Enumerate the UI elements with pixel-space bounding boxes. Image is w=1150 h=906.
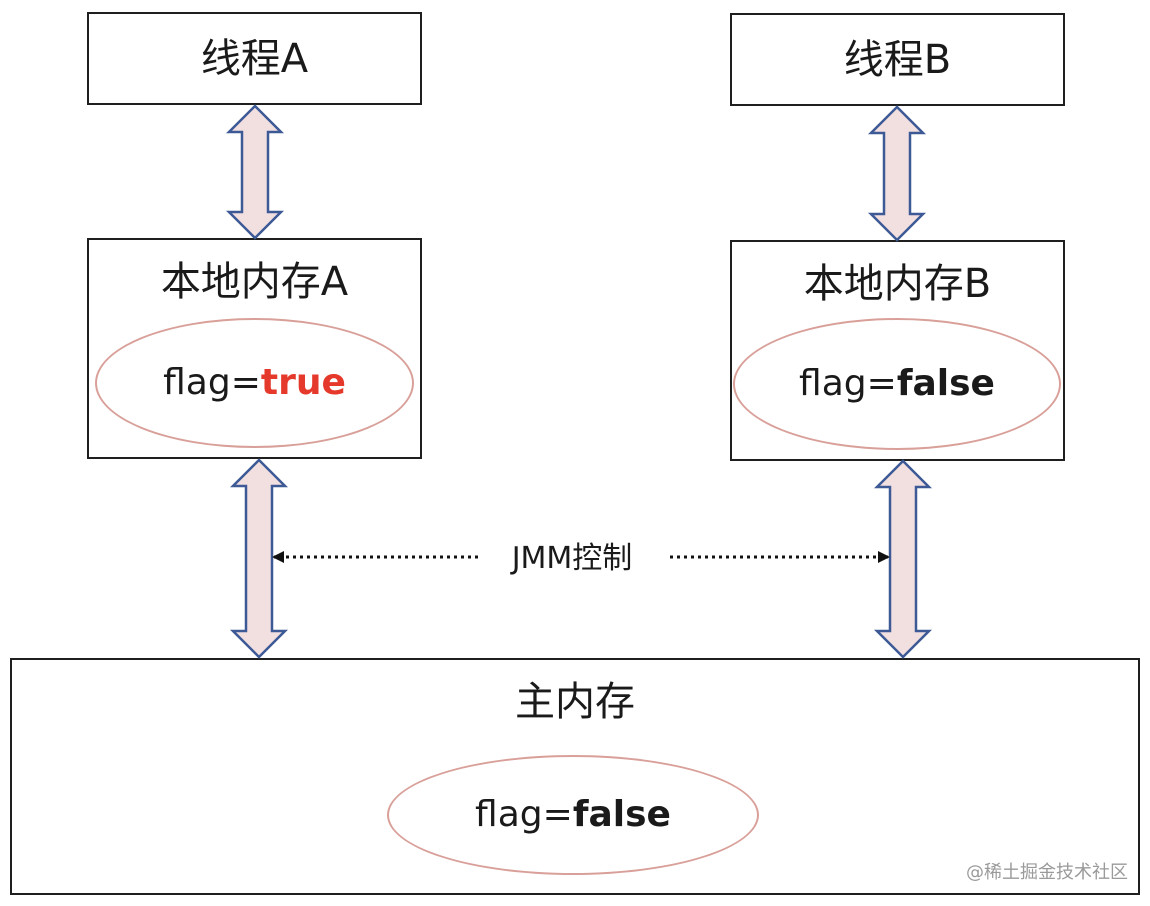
variable-value-false: false [572, 794, 671, 835]
variable-value-true: true [260, 362, 346, 403]
double-arrow-thread-a-local-a [225, 104, 285, 240]
main-memory-variable: flag=false [387, 755, 759, 875]
variable-value-false: false [896, 363, 995, 404]
main-memory-title: 主内存 [515, 679, 635, 725]
variable-name: flag= [163, 362, 261, 403]
thread-a-box: 线程A [87, 12, 422, 105]
local-memory-b-variable: flag=false [733, 318, 1061, 450]
double-arrow-local-a-main [229, 458, 289, 659]
local-memory-a-variable: flag=true [95, 318, 414, 448]
variable-name: flag= [799, 363, 897, 404]
double-arrow-local-b-main [873, 459, 933, 659]
watermark: @稀土掘金技术社区 [966, 862, 1128, 883]
thread-a-title: 线程A [200, 36, 309, 82]
variable-name: flag= [475, 794, 573, 835]
local-memory-b-title: 本地内存B [803, 261, 992, 307]
double-arrow-thread-b-local-b [867, 105, 927, 242]
thread-b-box: 线程B [730, 13, 1065, 106]
thread-b-title: 线程B [843, 37, 952, 83]
local-memory-a-title: 本地内存A [160, 259, 349, 305]
jmm-control-label: JMM控制 [511, 541, 633, 576]
